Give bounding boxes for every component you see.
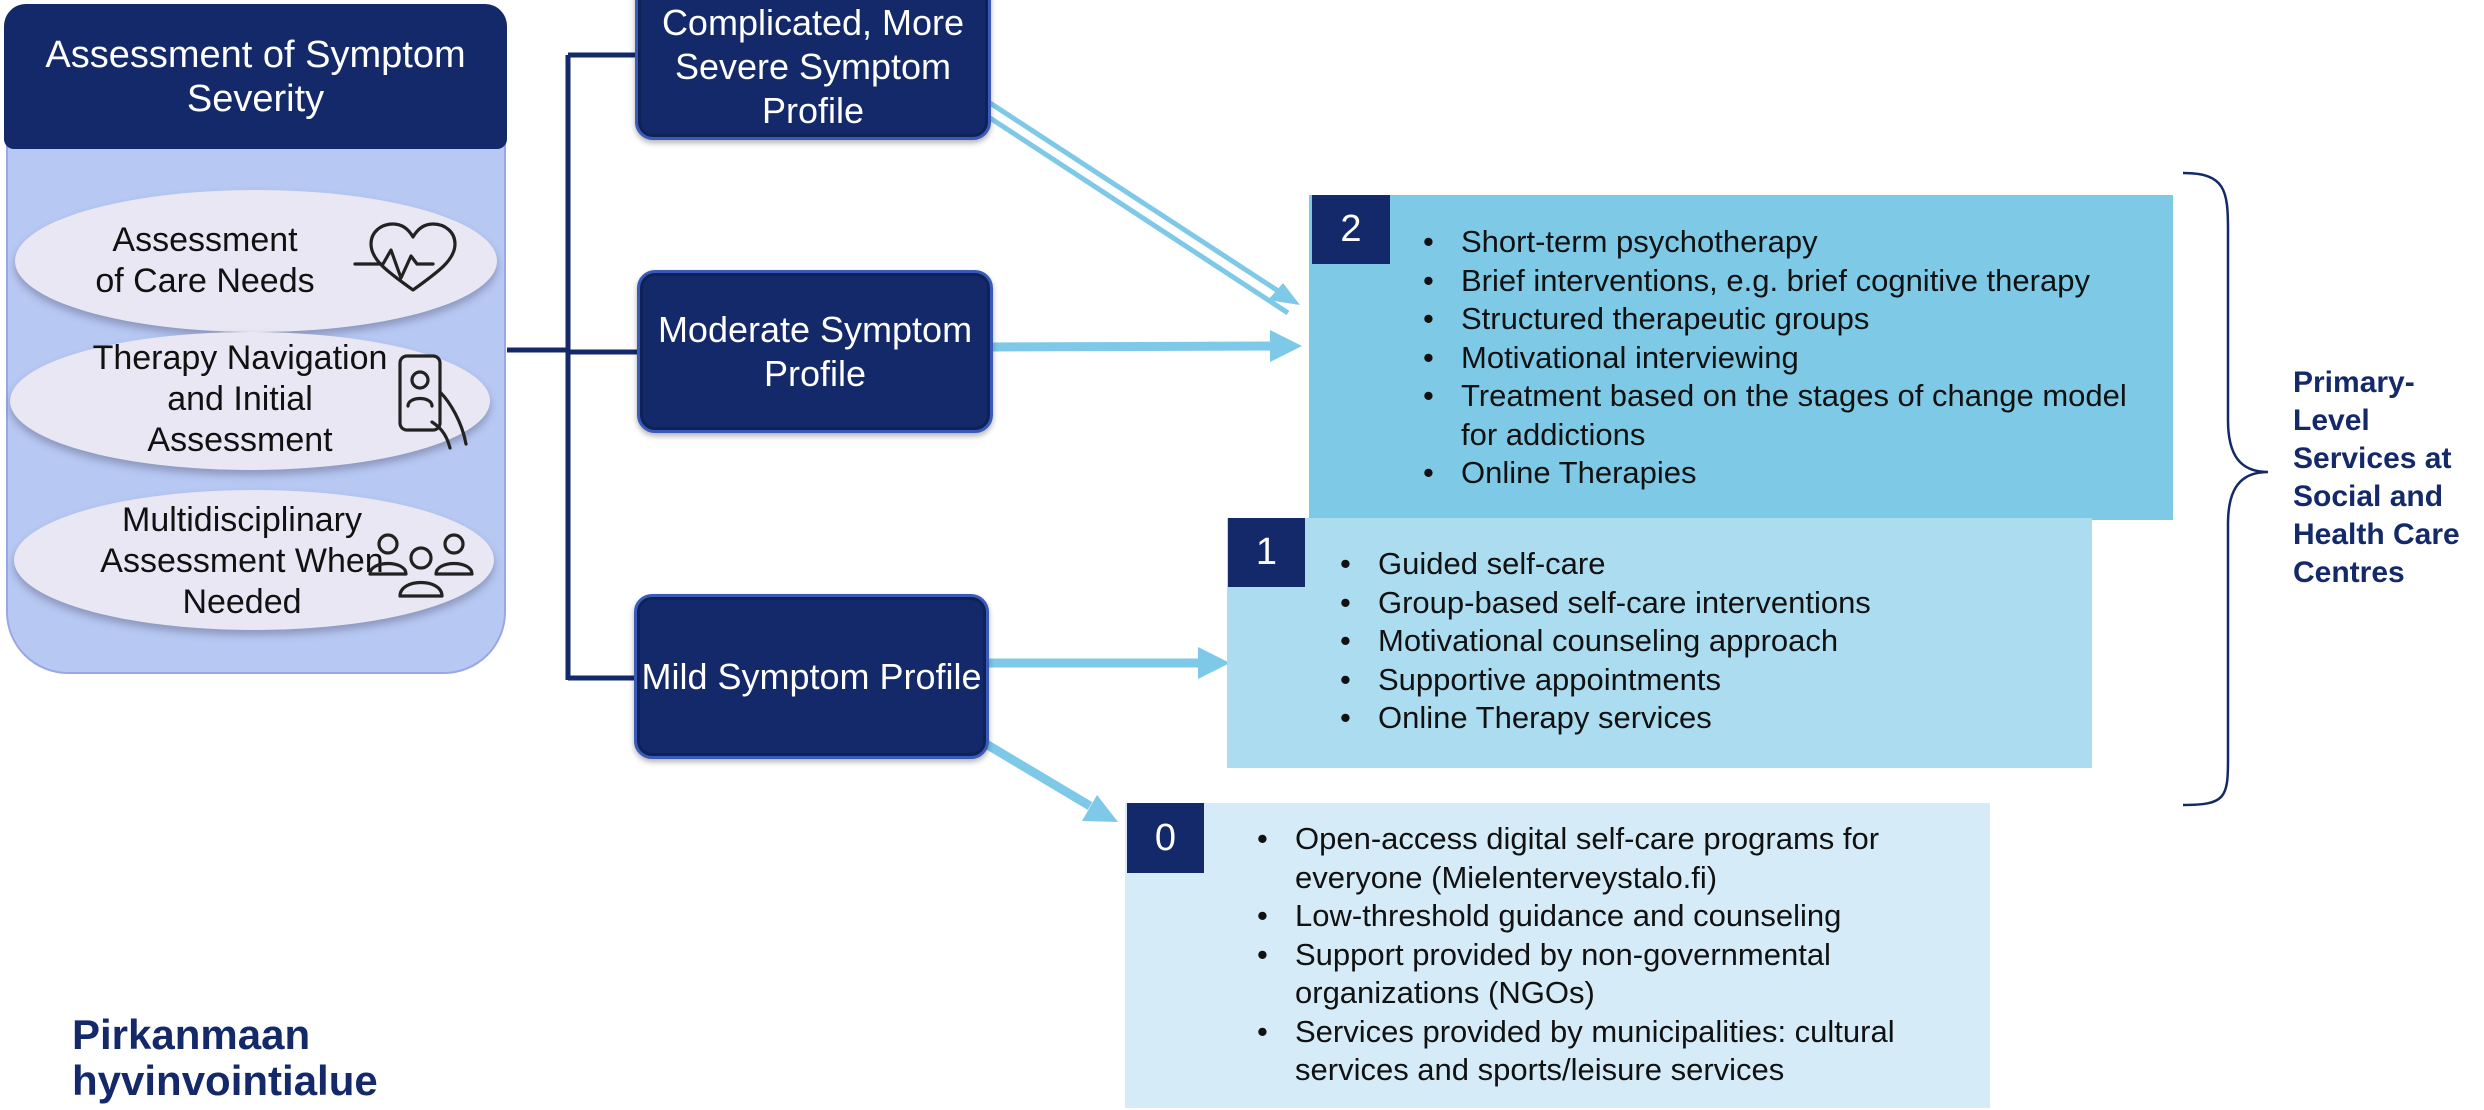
service-item: Support provided by non-governmental org… (1257, 936, 1957, 1013)
level-number: 2 (1312, 195, 1390, 264)
level-2-services: Short-term psychotherapy Brief intervent… (1423, 223, 2163, 493)
level-2-box: 2 Short-term psychotherapy Brief interve… (1309, 195, 2173, 520)
mild-to-level1-arrow (985, 647, 1230, 679)
service-item: Treatment based on the stages of change … (1423, 377, 2163, 454)
assessment-item-therapy-navigation: Therapy Navigation and Initial Assessmen… (10, 332, 490, 470)
level-number: 1 (1228, 518, 1305, 587)
service-item: Group-based self-care interventions (1340, 584, 2080, 623)
service-item: Online Therapy services (1340, 699, 2080, 738)
assessment-bracket (507, 52, 642, 681)
level-0-box: 0 Open-access digital self-care programs… (1125, 803, 1990, 1108)
heartbeat-icon (353, 222, 457, 292)
assessment-item-label: Assessment of Care Needs (95, 221, 315, 300)
level-number: 0 (1127, 803, 1204, 873)
service-item: Motivational counseling approach (1340, 622, 2080, 661)
primary-level-brace (2182, 171, 2269, 807)
level-0-services: Open-access digital self-care programs f… (1257, 820, 1957, 1090)
service-item: Motivational interviewing (1423, 339, 2163, 378)
service-item: Brief interventions, e.g. brief cognitiv… (1423, 262, 2163, 301)
assessment-item-label: Therapy Navigation and Initial Assessmen… (92, 339, 388, 459)
brand-line-1: Pirkanmaan (72, 1011, 311, 1058)
service-item: Structured therapeutic groups (1423, 300, 2163, 339)
service-item: Guided self-care (1340, 545, 2080, 584)
mild-to-level0-arrow (983, 740, 1118, 822)
service-item: Low-threshold guidance and counseling (1257, 897, 1957, 936)
primary-level-label: Primary-Level Services at Social and Hea… (2293, 366, 2460, 589)
moderate-to-level2-arrow (991, 330, 1302, 362)
severe-symptom-profile: Complicated, More Severe Symptom Profile (635, 0, 991, 140)
assessment-item-care-needs: Assessment of Care Needs (15, 190, 497, 332)
phone-person-icon (398, 354, 468, 450)
moderate-symptom-profile: Moderate Symptom Profile (637, 270, 993, 433)
service-item: Open-access digital self-care programs f… (1257, 820, 1957, 897)
assessment-item-multidisciplinary: Multidisciplinary Assessment When Needed (14, 490, 494, 630)
brand-line-2: hyvinvointialue (72, 1057, 378, 1104)
service-item: Services provided by municipalities: cul… (1257, 1013, 1957, 1090)
service-item: Online Therapies (1423, 454, 2163, 493)
brand-logo-text: Pirkanmaan hyvinvointialue (72, 1012, 472, 1104)
level-1-services: Guided self-care Group-based self-care i… (1340, 545, 2080, 738)
level-1-box: 1 Guided self-care Group-based self-care… (1227, 518, 2092, 768)
severe-to-level2-arrow (988, 100, 1300, 316)
assessment-header: Assessment of Symptom Severity (4, 4, 507, 149)
mild-symptom-profile: Mild Symptom Profile (634, 594, 989, 759)
group-people-icon (368, 533, 474, 598)
service-item: Supportive appointments (1340, 661, 2080, 700)
assessment-item-label: Multidisciplinary Assessment When Needed (100, 501, 384, 621)
service-item: Short-term psychotherapy (1423, 223, 2163, 262)
